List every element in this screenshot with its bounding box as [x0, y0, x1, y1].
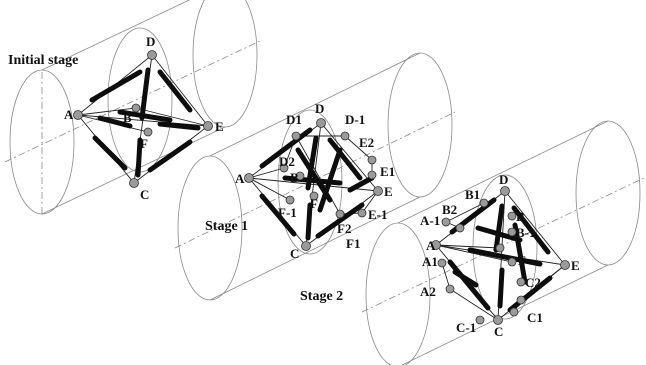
tensegrity-initial: Initial stage D A B E F C	[8, 34, 224, 202]
label-s2-a1: A1	[422, 254, 438, 269]
node-s2-center	[495, 243, 505, 253]
label-s1-d: D	[315, 101, 324, 116]
node-s2-b2	[455, 223, 465, 233]
label-initial-b: B	[123, 110, 132, 125]
label-s1-e1: E1	[380, 164, 395, 179]
node-s1-f2	[335, 209, 345, 219]
label-s2-c1: C1	[527, 310, 543, 325]
label-s2-d: D	[499, 172, 508, 187]
node-initial-f	[143, 127, 153, 137]
node-s2-e	[560, 260, 570, 270]
cylinder-stage2	[361, 120, 645, 365]
node-s2-b1	[479, 198, 489, 208]
label-s1-b: B	[290, 170, 299, 185]
label-s2-e: E	[571, 258, 580, 273]
tensegrity-stage1: Stage 1 D D1 D-1 D2 A B E2 E1 E F E-1 F2…	[205, 101, 395, 261]
label-s2-a-1: A-1	[420, 213, 440, 228]
nodes-stage1	[244, 118, 383, 251]
label-initial-a: A	[64, 107, 74, 122]
node-s1-a	[244, 173, 254, 183]
node-s2-c1	[516, 295, 526, 305]
bars-initial	[89, 67, 201, 178]
node-s1-e	[373, 186, 383, 196]
nodes-initial	[73, 50, 213, 188]
node-initial-c	[129, 178, 139, 188]
label-s2-f: F	[518, 253, 526, 268]
cylinder-initial	[4, 0, 263, 215]
node-s2-c	[493, 315, 503, 325]
label-s2-b1: B1	[465, 187, 480, 202]
label-s1-f-1: F-1	[278, 205, 297, 220]
bars-stage2	[447, 197, 553, 313]
node-s1-f-1	[285, 195, 295, 205]
node-s1-e1	[367, 170, 377, 180]
label-s1-e-1: E-1	[368, 207, 388, 222]
label-s1-d2: D2	[279, 154, 295, 169]
label-s2-a: A	[426, 238, 436, 253]
label-s2-a2: A2	[420, 284, 436, 299]
label-s1-f: F	[310, 196, 318, 211]
node-s1-e2	[367, 155, 377, 165]
label-s1-d1: D1	[286, 112, 302, 127]
node-s1-d-1	[340, 131, 350, 141]
label-initial-e: E	[215, 119, 224, 134]
node-s1-d2	[279, 163, 289, 173]
label-initial-d: D	[146, 34, 155, 49]
label-s2-b: B	[516, 209, 525, 224]
node-s2-a2	[445, 284, 455, 294]
label-s1-c: C	[290, 246, 299, 261]
stage-title-stage2: Stage 2	[300, 289, 343, 304]
stage-title-stage1: Stage 1	[205, 219, 248, 234]
node-s2-c2	[516, 277, 526, 287]
node-s2-b-1	[507, 227, 517, 237]
label-s1-f2: F2	[337, 221, 351, 236]
label-s1-f1: F1	[346, 236, 360, 251]
label-s2-c-1: C-1	[456, 320, 476, 335]
stage-title-initial: Initial stage	[8, 53, 78, 68]
node-s2-c-1	[475, 315, 485, 325]
label-s1-e2: E2	[359, 135, 374, 150]
label-initial-c: C	[140, 187, 149, 202]
node-s2-a-1	[441, 217, 451, 227]
label-s1-d-1: D-1	[345, 112, 365, 127]
label-s1-a: A	[235, 171, 245, 186]
node-s2-f	[507, 257, 517, 267]
label-s2-c: C	[494, 324, 503, 339]
node-initial-e	[203, 121, 213, 131]
tensegrity-stage2: Stage 2 D B1 B2 A-1 B B-1 A A1 F E C2 A2…	[300, 172, 580, 339]
label-initial-f: F	[140, 136, 148, 151]
node-s2-a1	[437, 258, 447, 268]
nodes-stage2	[431, 186, 570, 325]
node-s1-d	[316, 118, 326, 128]
label-s2-c2: C2	[525, 275, 541, 290]
label-s2-b2: B2	[442, 202, 457, 217]
node-s1-d1	[291, 131, 301, 141]
bars-stage1	[259, 127, 375, 241]
node-initial-d	[147, 50, 157, 60]
node-initial-a	[73, 110, 83, 120]
label-s2-b-1: B-1	[516, 225, 536, 240]
node-s2-a	[431, 240, 441, 250]
node-s1-e-1	[357, 208, 367, 218]
node-s1-b	[295, 171, 305, 181]
node-s1-f	[309, 191, 319, 201]
node-s2-c1b	[509, 307, 519, 317]
label-s1-e: E	[384, 184, 393, 199]
node-s2-d	[500, 186, 510, 196]
node-s1-c	[301, 241, 311, 251]
node-initial-b	[131, 103, 141, 113]
node-s2-b	[507, 211, 517, 221]
